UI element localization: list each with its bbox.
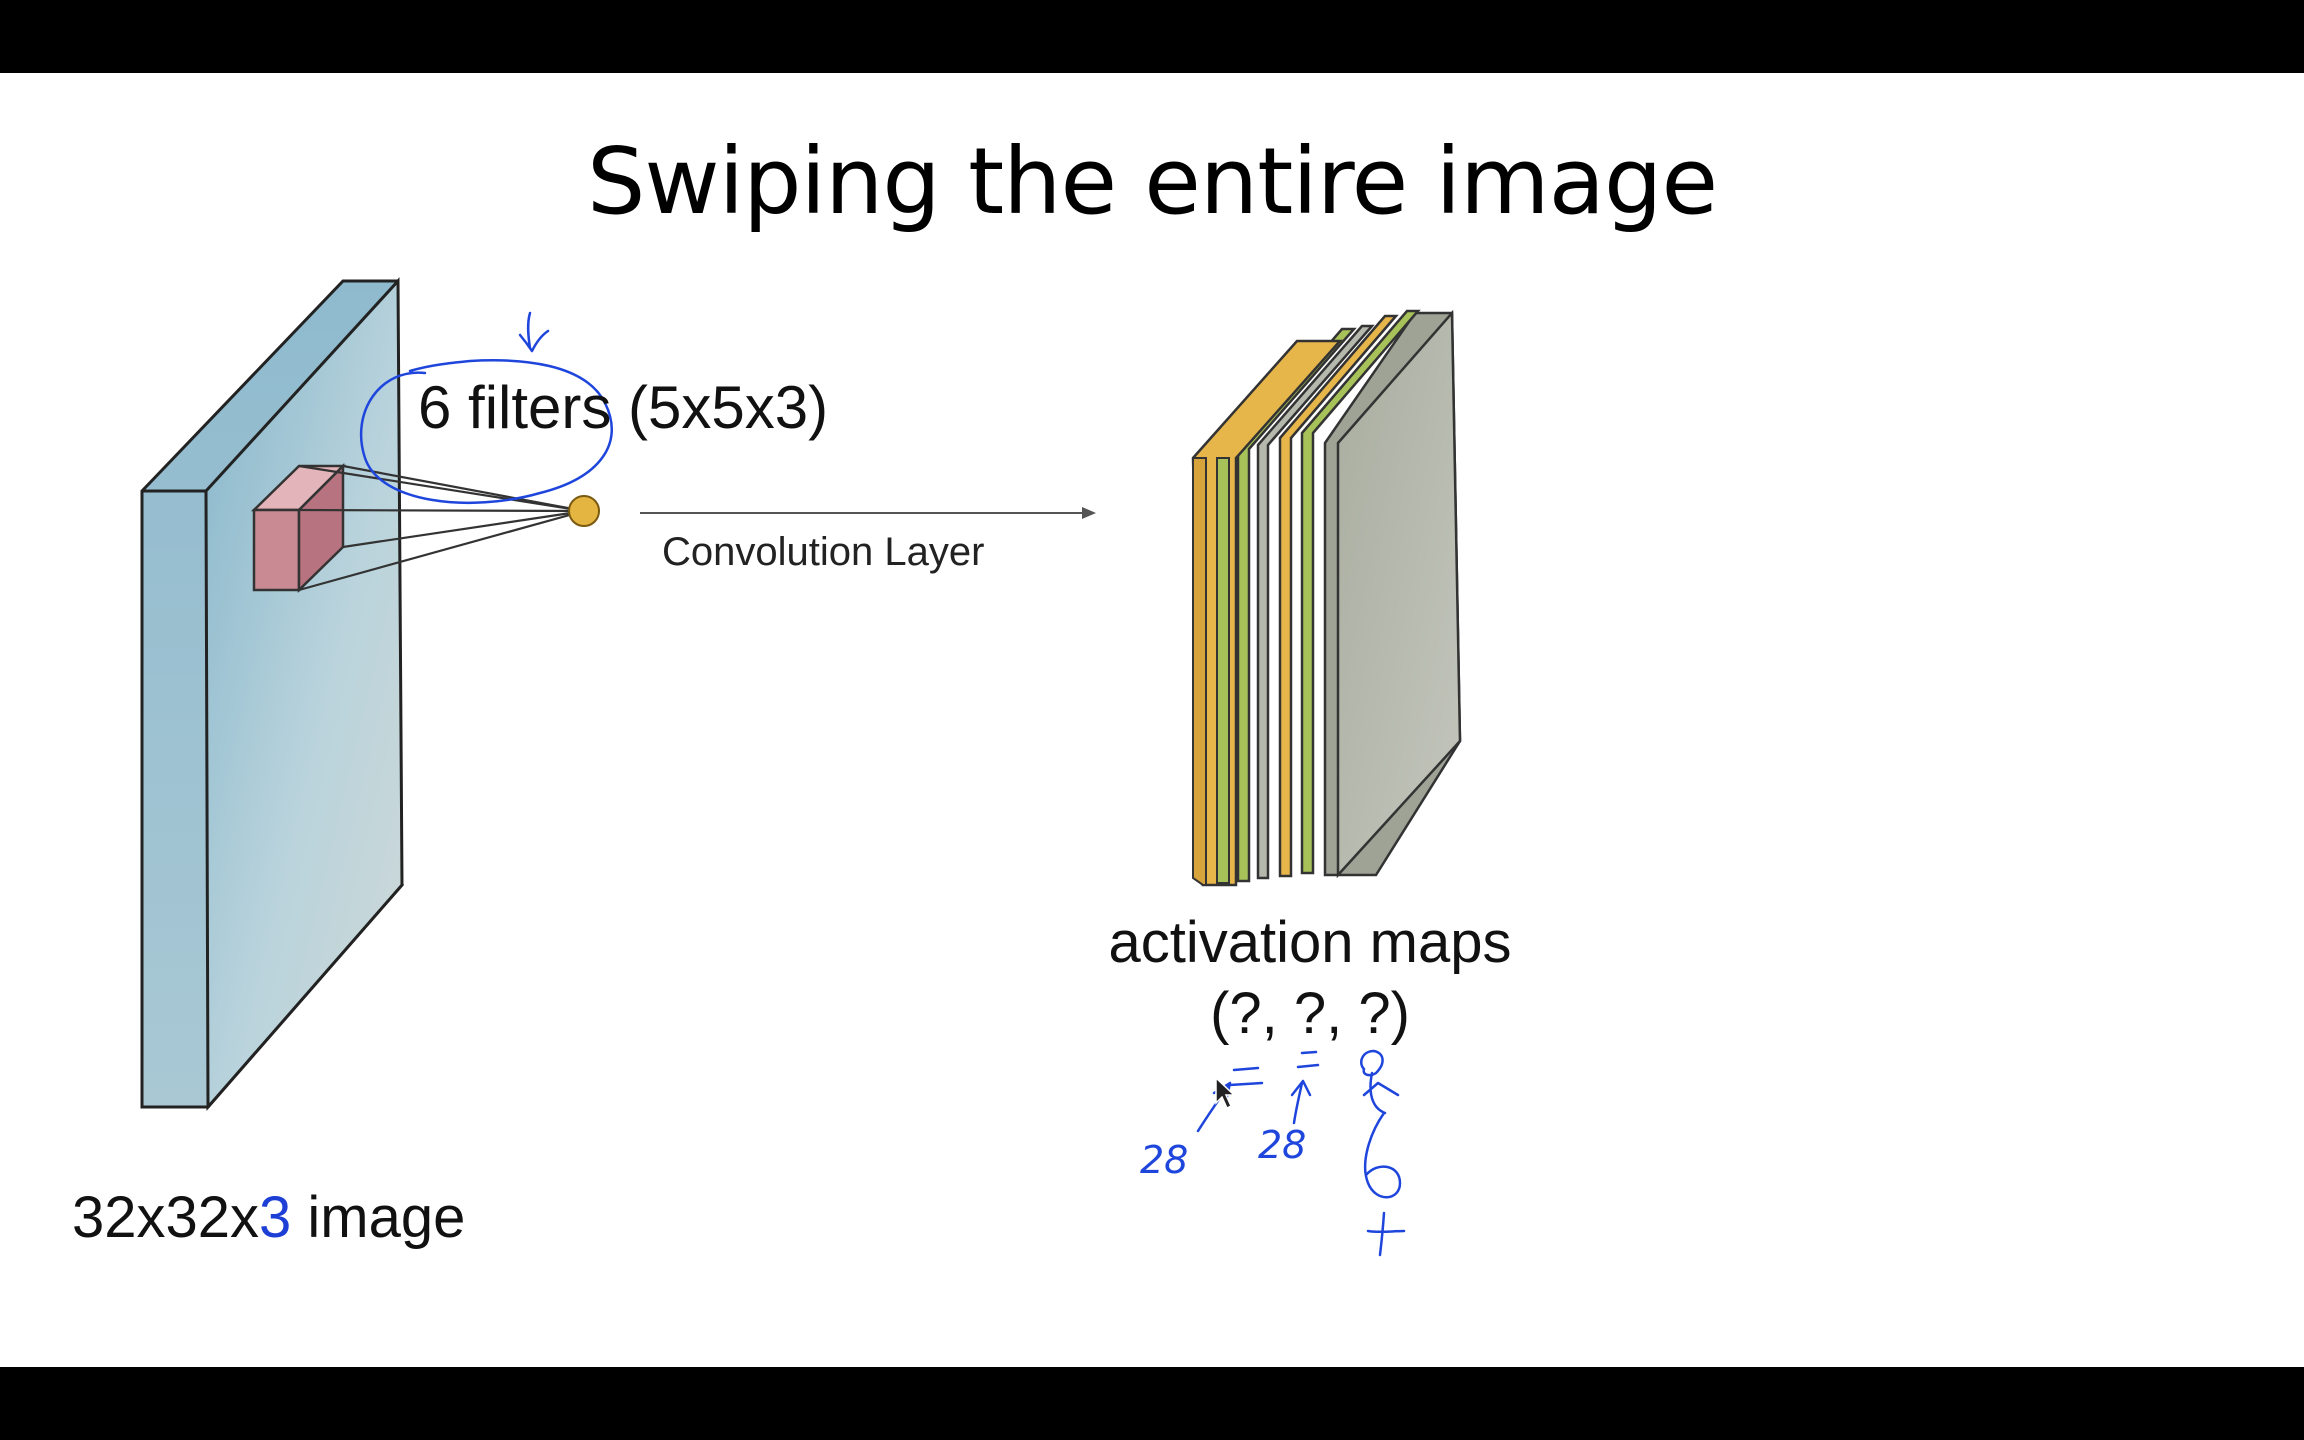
activation-maps-label: activation maps [1060,909,1560,976]
dim2-annotation: 28 [1258,1123,1306,1167]
diagram-canvas: 28 28 [0,73,2304,1367]
conv-arrow [640,507,1096,519]
filters-label: 6 filters (5x5x3) [418,373,828,442]
image-label-highlight: 3 [259,1185,291,1250]
image-dims-label: 32x32x3 image [72,1184,465,1251]
image-label-prefix: 32x32x [72,1185,259,1250]
image-label-suffix: image [291,1185,465,1250]
neuron-dot [569,496,599,526]
activation-dims-label: (?, ?, ?) [1060,980,1560,1047]
mouse-cursor-icon [1216,1078,1234,1108]
convolution-layer-label: Convolution Layer [662,530,984,575]
activation-maps-stack [1193,311,1460,885]
input-image-volume [142,281,402,1107]
down-arrow-annotation [520,313,548,351]
dim1-annotation: 28 [1140,1138,1188,1182]
slide: Swiping the entire image [0,73,2304,1367]
